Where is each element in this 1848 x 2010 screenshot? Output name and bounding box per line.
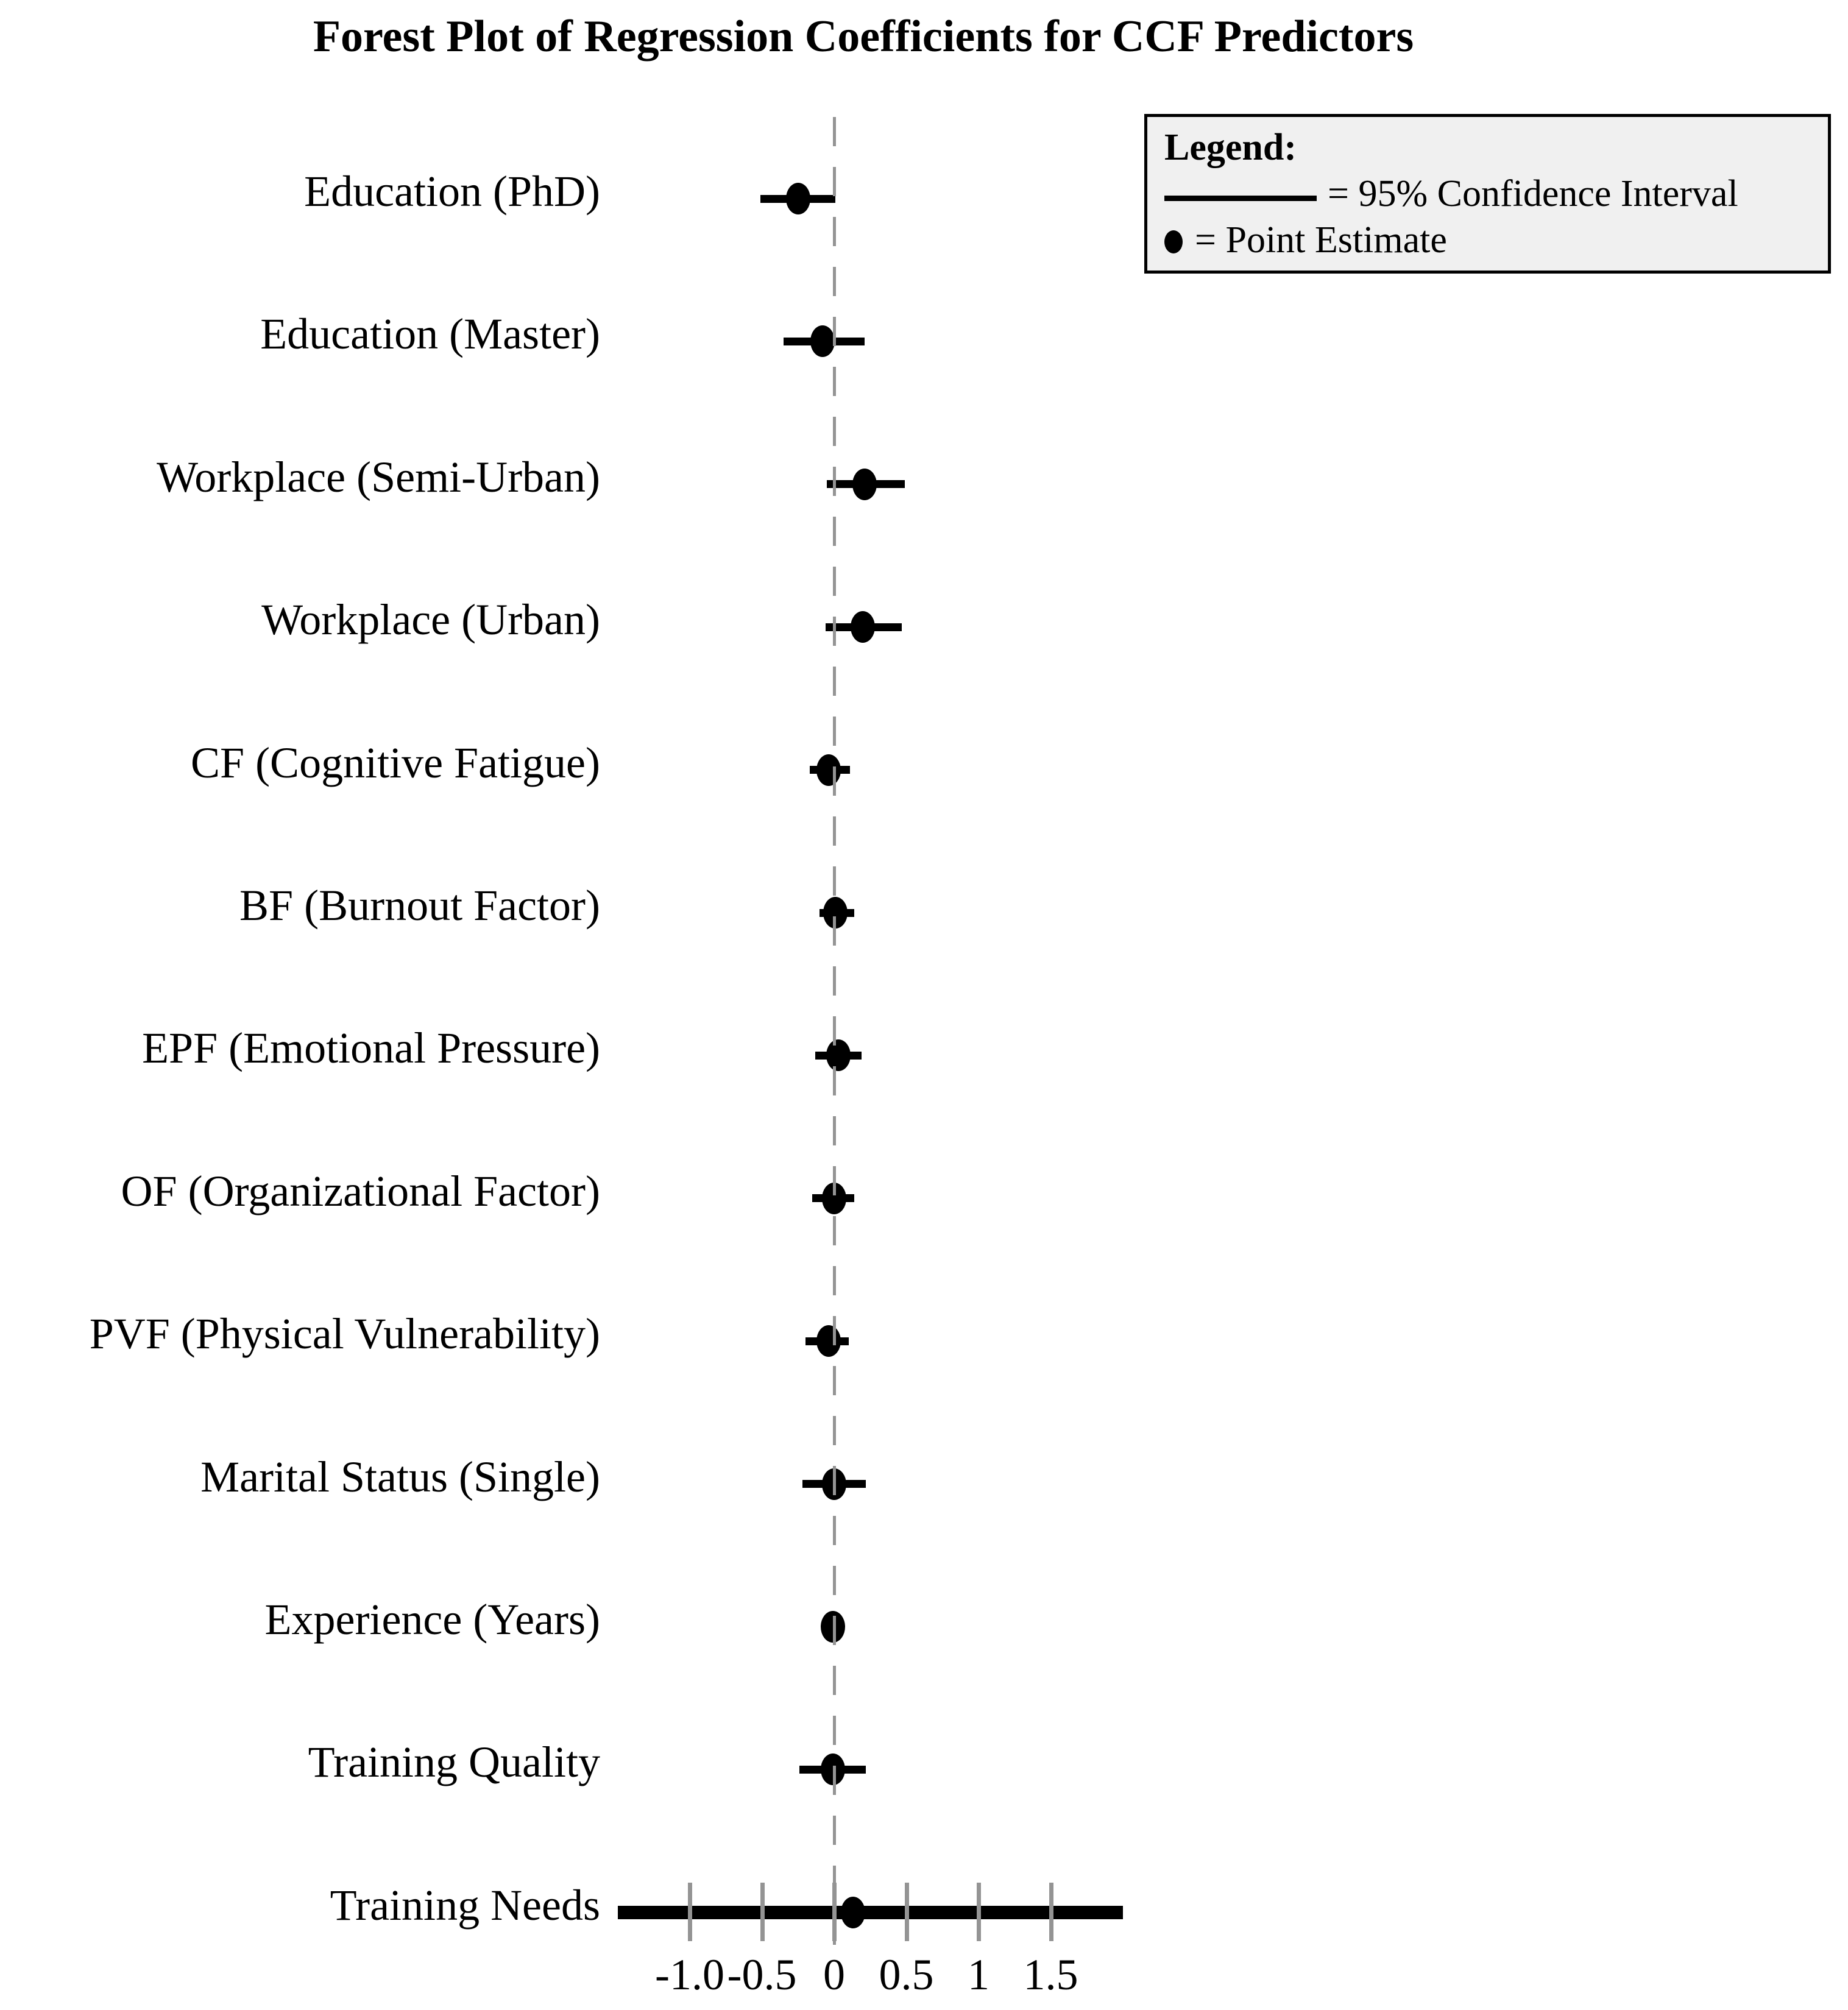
row-label: Education (Master): [260, 310, 600, 359]
point-estimate-icon: [1164, 230, 1183, 253]
row-label: Training Needs: [330, 1880, 600, 1930]
x-axis-tick-label: 1.5: [1023, 1950, 1078, 1999]
point-estimate-marker: [810, 325, 835, 358]
point-estimate-marker: [826, 1039, 851, 1072]
row-label: OF (Organizational Factor): [121, 1166, 600, 1216]
point-estimate-marker: [816, 1325, 841, 1357]
row-label: Workplace (Semi-Urban): [157, 452, 600, 501]
point-estimate-marker: [851, 611, 876, 643]
x-axis-tick: [760, 1883, 765, 1941]
row-label: Marital Status (Single): [200, 1452, 600, 1501]
ci-line: [617, 1905, 1123, 1919]
row-label: PVF (Physical Vulnerability): [89, 1309, 600, 1359]
x-axis-tick: [977, 1883, 981, 1941]
x-axis-tick: [688, 1883, 692, 1941]
x-axis-tick-label: 0.5: [879, 1950, 934, 1999]
row-label: Experience (Years): [264, 1595, 600, 1644]
point-estimate-marker: [785, 183, 810, 214]
x-axis-tick-label: 0: [823, 1950, 845, 1999]
legend-ci-label: = 95% Confidence Interval: [1328, 173, 1738, 214]
point-estimate-marker: [816, 754, 841, 786]
legend-heading: Legend:: [1164, 127, 1297, 168]
x-axis-tick-label: 1: [968, 1950, 989, 1999]
row-label: BF (Burnout Factor): [239, 881, 600, 930]
row-label: CF (Cognitive Fatigue): [191, 738, 600, 787]
row-label: Workplace (Urban): [261, 595, 600, 645]
x-axis-tick: [832, 1883, 837, 1941]
legend-point-entry: = Point Estimate: [1164, 217, 1811, 263]
point-estimate-marker: [840, 1896, 865, 1928]
x-axis-tick-label: -1.0: [655, 1950, 724, 1999]
chart-title: Forest Plot of Regression Coefficients f…: [313, 12, 1414, 62]
row-label: Education (PhD): [304, 167, 600, 216]
row-label: EPF (Emotional Pressure): [142, 1024, 600, 1073]
point-estimate-marker: [852, 468, 877, 500]
x-axis-tick-label: -0.5: [727, 1950, 797, 1999]
legend-point-label: = Point Estimate: [1195, 219, 1447, 261]
legend-ci-entry: = 95% Confidence Interval: [1164, 171, 1811, 217]
x-axis-tick: [1049, 1883, 1053, 1941]
point-estimate-marker: [820, 1753, 845, 1786]
ci-line-icon: [1164, 196, 1317, 201]
row-label: Training Quality: [308, 1738, 600, 1787]
point-estimate-marker: [820, 1611, 845, 1643]
zero-reference-line: [833, 117, 836, 1957]
x-axis-tick: [904, 1883, 909, 1941]
legend: Legend: = 95% Confidence Interval = Poin…: [1144, 114, 1831, 274]
